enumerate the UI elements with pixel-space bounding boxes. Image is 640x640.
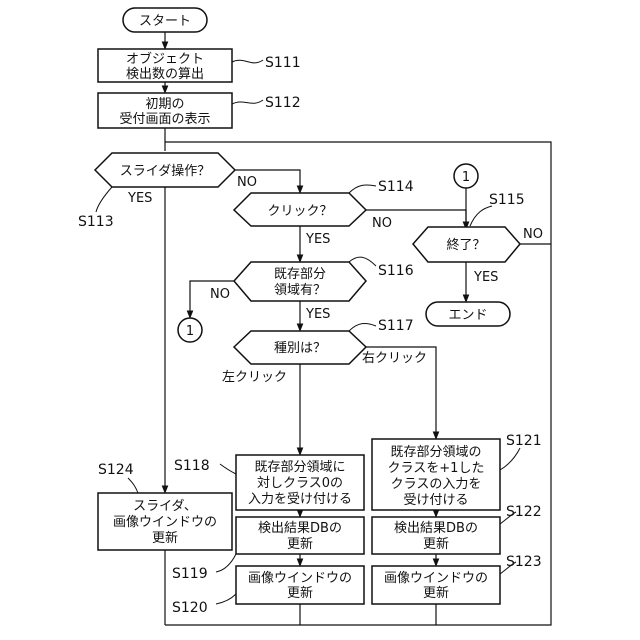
s117-line-1: 種別は？: [274, 340, 326, 356]
decision-s113: スライダ操作？ S113 YES NO: [78, 153, 257, 230]
s113-id: S113: [78, 214, 114, 230]
s113-no-label: NO: [237, 175, 257, 190]
s114-id: S114: [378, 179, 414, 195]
s116-line-1: 既存部分: [274, 267, 326, 282]
s111-line-1: オブジェクト: [126, 51, 204, 67]
s119-line-2: 更新: [287, 536, 313, 552]
decision-s116: 既存部分 領域有？ S116 NO YES: [210, 257, 414, 322]
s123-line-2: 更新: [423, 585, 449, 601]
s116-line-2: 領域有？: [274, 282, 326, 298]
s124-line-1: スライダ、: [133, 499, 197, 514]
s119-id: S119: [172, 566, 208, 582]
s124-id: S124: [98, 462, 134, 478]
s115-line-1: 終了？: [446, 237, 485, 253]
s122-line-1: 検出結果DBの: [394, 521, 478, 536]
step-s112: 初期の 受付画面の表示 S112: [98, 93, 301, 128]
left-click-label: 左クリック: [222, 370, 287, 385]
s120-id: S120: [172, 600, 208, 616]
end-label: エンド: [448, 308, 487, 323]
end-terminal: エンド: [426, 302, 510, 326]
s116-yes-label: YES: [305, 307, 330, 322]
s118-id: S118: [174, 458, 210, 474]
s124-line-2: 画像ウインドウの: [113, 515, 217, 530]
s121-line-2: クラスを+1した: [388, 461, 485, 476]
s118-line-3: 入力を受け付ける: [248, 492, 352, 507]
connector-1-top-label: 1: [462, 170, 470, 185]
connector-1-left-label: 1: [186, 324, 194, 339]
s112-line-2: 受付画面の表示: [119, 112, 210, 127]
s123-id: S123: [506, 554, 542, 570]
connector-1-top: 1: [454, 164, 478, 188]
start-terminal: スタート: [123, 8, 207, 32]
s121-line-1: 既存部分領域の: [390, 444, 481, 460]
s122-id: S122: [506, 504, 542, 520]
s123-line-1: 画像ウインドウの: [384, 571, 488, 586]
right-click-label: 右クリック: [362, 351, 427, 366]
s118-line-2: 対しクラス0の: [257, 476, 343, 491]
s118-line-1: 既存部分領域に: [254, 459, 345, 475]
s113-yes-label: YES: [127, 191, 152, 206]
s115-yes-label: YES: [473, 270, 498, 285]
s122-line-2: 更新: [423, 536, 449, 552]
connector-1-left: 1: [178, 318, 202, 342]
decision-s117: 種別は？ S117 左クリック 右クリック: [222, 318, 427, 385]
s112-line-1: 初期の: [145, 97, 184, 112]
s119-line-1: 検出結果DBの: [258, 521, 342, 536]
step-s111: オブジェクト 検出数の算出 S111: [98, 49, 301, 82]
s120-line-1: 画像ウインドウの: [248, 571, 352, 586]
s120-line-2: 更新: [287, 585, 313, 601]
s114-no-label: NO: [372, 216, 392, 231]
step-s121: 既存部分領域の クラスを+1した クラスの入力を 受け付ける S121: [372, 433, 542, 510]
s121-id: S121: [506, 433, 542, 449]
s124-line-3: 更新: [152, 530, 178, 546]
s121-line-3: クラスの入力を: [391, 477, 482, 492]
decision-s114: クリック？ S114 YES NO: [234, 179, 414, 247]
s114-line-1: クリック？: [267, 204, 332, 219]
s117-id: S117: [378, 318, 414, 334]
s116-id: S116: [378, 263, 414, 279]
s115-id: S115: [489, 192, 525, 208]
s115-no-label: NO: [523, 227, 543, 242]
s112-id: S112: [265, 95, 301, 111]
start-label: スタート: [139, 14, 191, 29]
s111-line-2: 検出数の算出: [126, 67, 204, 82]
s116-no-label: NO: [210, 287, 230, 302]
step-s123: 画像ウインドウの 更新 S123: [372, 554, 542, 604]
decision-s115: 終了？ S115 NO YES: [413, 192, 543, 285]
step-s122: 検出結果DBの 更新 S122: [372, 504, 542, 554]
s113-line-1: スライダ操作？: [120, 163, 210, 179]
s114-yes-label: YES: [305, 232, 330, 247]
s111-id: S111: [265, 55, 301, 71]
s121-line-4: 受け付ける: [403, 493, 468, 508]
